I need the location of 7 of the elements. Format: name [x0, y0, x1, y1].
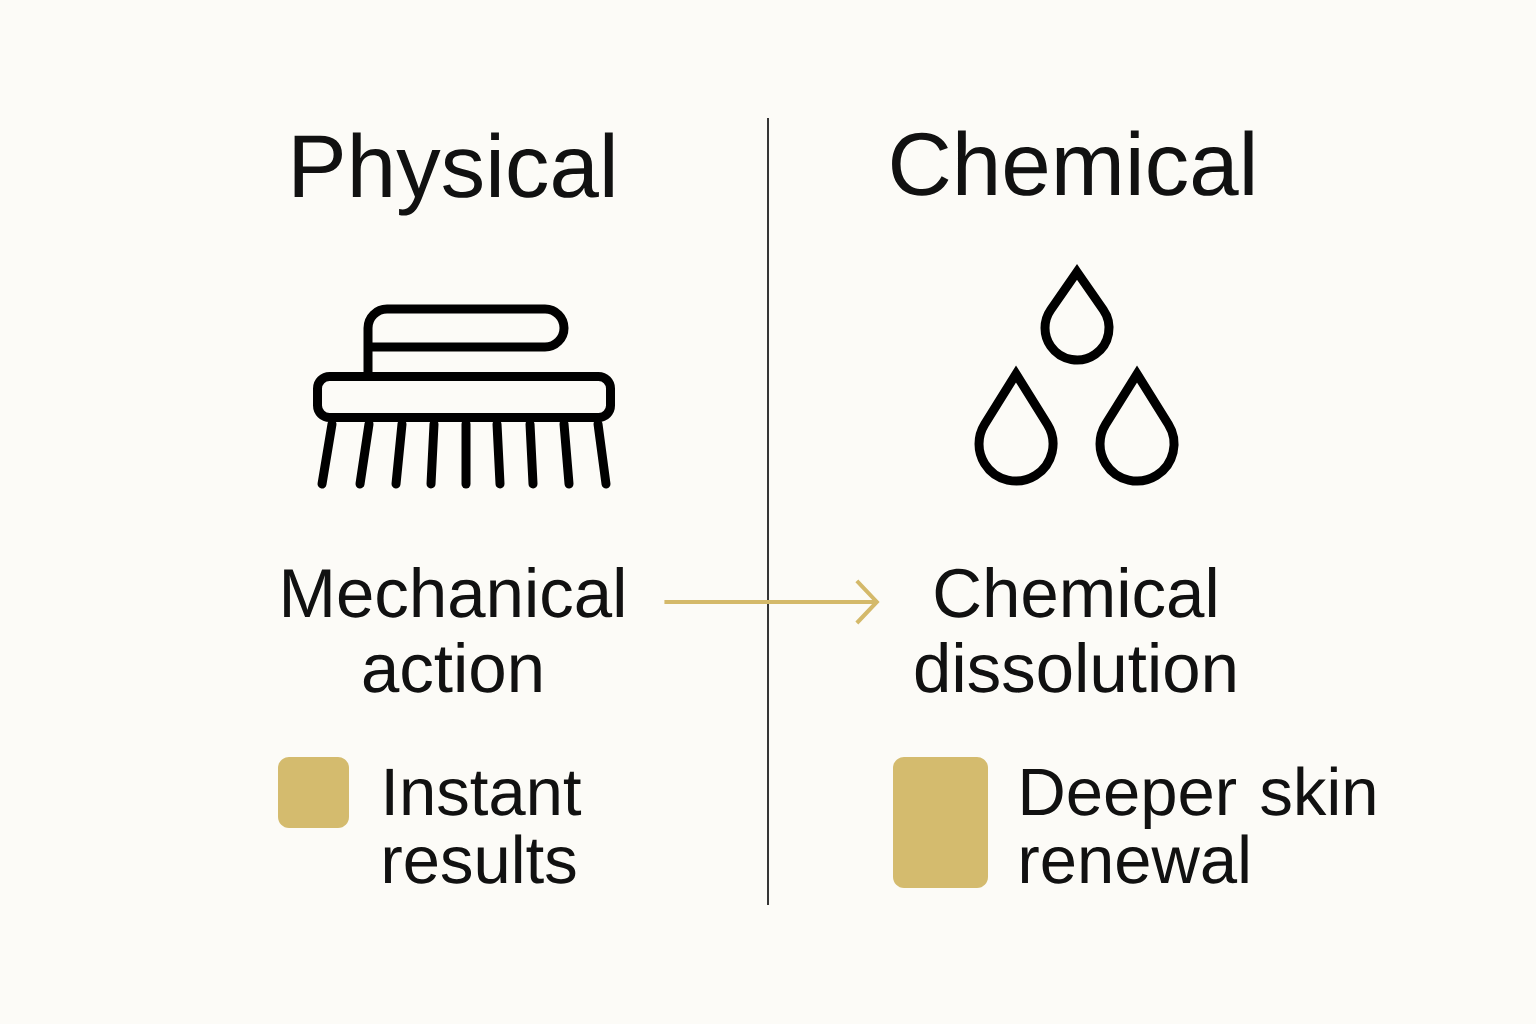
- column-heading: Physical: [294, 132, 613, 216]
- text-label: Mechanical action: [284, 567, 623, 693]
- column-heading: Chemical: [892, 130, 1253, 196]
- legend-text: Instant results: [384, 768, 582, 884]
- text-label: Chemical dissolution: [915, 567, 1235, 693]
- arrow: [664, 579, 880, 625]
- legend-text: Deeper skin renewal: [1021, 766, 1375, 884]
